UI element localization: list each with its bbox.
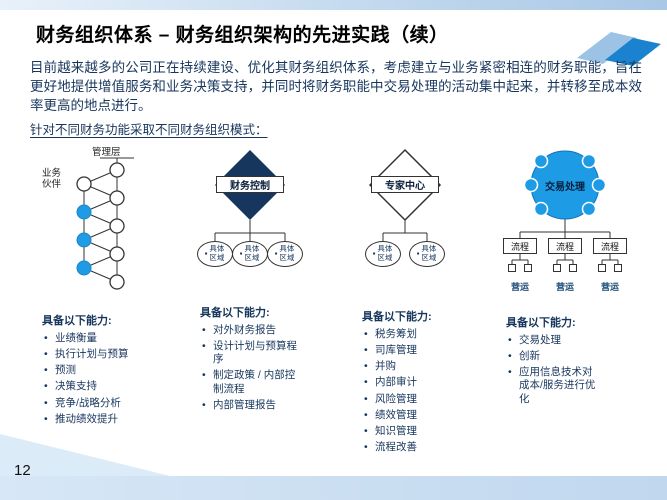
network-edges <box>83 157 134 283</box>
transaction-processing-label: 交易处理 <box>545 182 585 193</box>
building-icon: ▪ <box>372 249 376 258</box>
expert-center-diagram: 专家中心 ▪ 具体区域 ▪ 具体区域 <box>347 147 467 277</box>
capability-item: 创新 <box>506 350 602 363</box>
unit-square <box>598 264 606 272</box>
capability-items: 业绩衡量 执行计划与预算 预测 决策支持 竞争/战略分析 推动绩效提升 <box>42 332 194 426</box>
region-oval: ▪ 具体区域 <box>267 241 303 267</box>
unit-square <box>614 264 622 272</box>
process-box: 流程 <box>548 238 582 254</box>
connector-lines <box>511 219 619 264</box>
capability-item: 绩效管理 <box>362 409 482 422</box>
capability-item: 税务筹划 <box>362 328 482 341</box>
region-label: 具体区域 <box>244 244 260 262</box>
capability-item: 竞争/战略分析 <box>42 397 194 410</box>
intro-paragraph: 目前越来越多的公司正在持续建设、优化其财务组织体系，考虑建立与业务紧密相连的财务… <box>30 60 642 114</box>
capability-item: 应用信息技术对成本/服务进行优化 <box>506 366 602 405</box>
capability-item: 知识管理 <box>362 425 482 438</box>
capability-item: 设计计划与预算程序 <box>200 340 300 366</box>
expert-center-label: 专家中心 <box>371 176 439 193</box>
region-label: 具体区域 <box>209 244 225 262</box>
transaction-processing-diagram: 交易处理 流程 流程 流程 营运 营运 营运 <box>493 140 643 308</box>
capability-item: 推动绩效提升 <box>42 413 194 426</box>
operations-label: 营运 <box>600 282 619 292</box>
building-icon: ▪ <box>274 249 278 258</box>
operations-label: 营运 <box>510 282 529 292</box>
capability-item: 制定政策 / 内部控制流程 <box>200 369 300 395</box>
network-nodes <box>76 162 125 290</box>
capability-list-2: 具备以下能力: 对外财务报告 设计计划与预算程序 制定政策 / 内部控制流程 内… <box>200 304 300 415</box>
unit-square <box>508 264 516 272</box>
management-layer-label: 管理层 <box>92 147 121 158</box>
capability-items: 对外财务报告 设计计划与预算程序 制定政策 / 内部控制流程 内部管理报告 <box>200 324 300 412</box>
region-oval: ▪ 具体区域 <box>232 241 268 267</box>
page-number: 12 <box>14 462 31 479</box>
connector-lines <box>382 220 428 241</box>
capability-item: 对外财务报告 <box>200 324 300 337</box>
connector-lines <box>214 220 286 241</box>
capability-item: 业绩衡量 <box>42 332 194 345</box>
building-icon: ▪ <box>204 249 208 258</box>
section-subtitle: 针对不同财务功能采取不同财务组织模式： <box>30 123 268 137</box>
building-icon: ▪ <box>239 249 243 258</box>
capability-heading: 具备以下能力: <box>362 311 432 323</box>
capability-item: 风险管理 <box>362 393 482 406</box>
capability-item: 交易处理 <box>506 334 602 347</box>
capability-item: 决策支持 <box>42 380 194 393</box>
finance-control-diagram: 财务控制 ▪ 具体区域 ▪ 具体区域 ▪ 具体区域 <box>185 147 315 277</box>
region-label: 具体区域 <box>279 244 295 262</box>
capability-item: 司库管理 <box>362 344 482 357</box>
capability-item: 内部管理报告 <box>200 399 300 412</box>
capability-heading: 具备以下能力: <box>506 317 576 329</box>
capability-item: 内部审计 <box>362 376 482 389</box>
region-oval: ▪ 具体区域 <box>365 241 401 267</box>
business-partner-label: 业务伙伴 <box>42 168 62 191</box>
region-label: 具体区域 <box>377 244 393 262</box>
capability-item: 并购 <box>362 360 482 373</box>
top-decoration-band <box>0 0 667 10</box>
capability-item: 预测 <box>42 364 194 377</box>
unit-square <box>569 264 577 272</box>
capability-items: 税务筹划 司库管理 并购 内部审计 风险管理 绩效管理 知识管理 流程改善 <box>362 328 482 454</box>
operations-label: 营运 <box>555 282 574 292</box>
building-icon: ▪ <box>416 249 420 258</box>
capability-list-3: 具备以下能力: 税务筹划 司库管理 并购 内部审计 风险管理 绩效管理 知识管理… <box>362 308 482 457</box>
capability-heading: 具备以下能力: <box>42 315 112 327</box>
region-label: 具体区域 <box>421 244 437 262</box>
bottom-decoration-band <box>0 476 667 500</box>
capability-item: 执行计划与预算 <box>42 348 194 361</box>
corner-ribbon-icon <box>577 32 661 66</box>
capability-item: 流程改善 <box>362 441 482 454</box>
process-box: 流程 <box>593 238 627 254</box>
capability-items: 交易处理 创新 应用信息技术对成本/服务进行优化 <box>506 334 602 406</box>
process-box: 流程 <box>503 238 537 254</box>
unit-square <box>524 264 532 272</box>
region-oval: ▪ 具体区域 <box>197 241 233 267</box>
capability-list-1: 具备以下能力: 业绩衡量 执行计划与预算 预测 决策支持 竞争/战略分析 推动绩… <box>42 312 194 429</box>
capability-list-4: 具备以下能力: 交易处理 创新 应用信息技术对成本/服务进行优化 <box>506 314 602 409</box>
network-diagram <box>76 157 134 290</box>
bottom-left-wedge-decoration <box>0 434 170 476</box>
satellite-circles <box>523 153 607 217</box>
region-oval: ▪ 具体区域 <box>409 241 445 267</box>
business-partner-diagram: 管理层 业务伙伴 <box>42 142 162 310</box>
finance-control-label: 财务控制 <box>216 176 284 193</box>
transaction-processing-shape <box>511 150 619 264</box>
unit-square <box>553 264 561 272</box>
capability-heading: 具备以下能力: <box>200 307 270 319</box>
slide-title: 财务组织体系 – 财务组织架构的先进实践（续） <box>36 25 449 46</box>
